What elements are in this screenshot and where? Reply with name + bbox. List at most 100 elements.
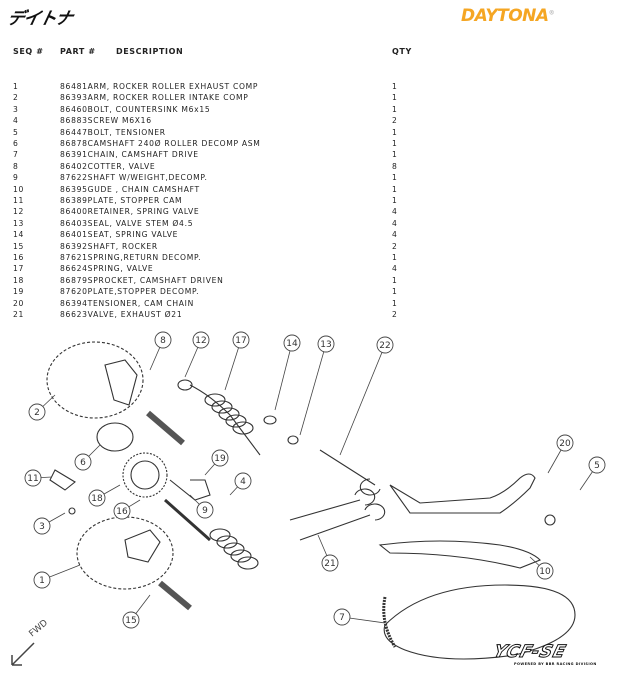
- tensioner-bolt: [544, 514, 556, 526]
- callout-circle: [33, 517, 51, 535]
- callout-3: 3: [33, 512, 66, 535]
- quantity: 4: [392, 207, 398, 217]
- callout-circle: [556, 434, 574, 452]
- seq-number: 14: [13, 230, 25, 240]
- quantity: 4: [392, 230, 398, 240]
- quantity: 1: [392, 82, 398, 91]
- exhaust-valve-a: [289, 488, 376, 521]
- part-description: RETAINER, SPRING VALVE: [87, 207, 200, 217]
- part-number: 87621: [60, 253, 88, 262]
- chain-guide: [378, 540, 541, 569]
- quantity: 1: [392, 253, 398, 262]
- part-number-description: 87621SPRING,RETURN DECOMP.: [60, 253, 201, 262]
- part-number-description: 86623VALVE, EXHAUST Ø21: [60, 310, 182, 319]
- column-header-part: PART #: [60, 47, 96, 56]
- part-description: PLATE,STOPPER DECOMP.: [87, 287, 200, 297]
- seq-number: 8: [13, 161, 19, 171]
- callout-number: 3: [39, 522, 45, 532]
- part-description: SCREW M6X16: [87, 116, 152, 126]
- part-description: SHAFT W/WEIGHT,DECOMP.: [87, 173, 208, 183]
- sprocket: [122, 452, 168, 498]
- part-number-description: 86401SEAT, SPRING VALVE: [60, 230, 178, 239]
- diagram-drawing: [46, 341, 576, 660]
- camshaft-drive-chain: [383, 584, 576, 660]
- callout-17: 17: [224, 331, 250, 391]
- decomp-shaft: [164, 498, 211, 542]
- sprocket-hub: [130, 460, 160, 490]
- valve-springs: [204, 393, 259, 570]
- seq-number: 12: [13, 207, 25, 217]
- column-header-qty: QTY: [392, 47, 412, 56]
- part-number: 86402: [60, 161, 88, 171]
- column-header-description: DESCRIPTION: [116, 47, 184, 56]
- rocker-arm-intake: [104, 359, 138, 406]
- quantity: 1: [392, 139, 398, 148]
- valve-spring-stack: [189, 384, 261, 456]
- quantity: 2: [392, 310, 398, 319]
- part-description: COTTER, VALVE: [87, 161, 156, 171]
- seq-number: 5: [13, 127, 19, 137]
- callout-number: 21: [324, 559, 335, 569]
- part-description: SEAT, SPRING VALVE: [87, 230, 179, 240]
- leader-line: [274, 342, 293, 411]
- part-description: SPRING,RETURN DECOMP.: [87, 253, 202, 262]
- callout-circle: [74, 453, 92, 471]
- callout-circle: [88, 489, 106, 507]
- seq-number: 9: [13, 173, 19, 183]
- callout-15: 15: [122, 594, 151, 629]
- quantity: 1: [392, 184, 398, 194]
- callout-number: 5: [594, 461, 600, 471]
- part-number-description: 87622SHAFT W/WEIGHT,DECOMP.: [60, 173, 208, 182]
- part-number: 86401: [60, 230, 88, 240]
- ycf-logo-subtitle: POWERED BY BBR RACING DIVISION: [514, 662, 597, 666]
- callout-10: 10: [529, 556, 554, 580]
- part-description: TENSIONER, CAM CHAIN: [87, 298, 194, 308]
- part-number: 86392: [60, 241, 88, 251]
- leader-line: [299, 343, 327, 436]
- spring-seat: [263, 415, 277, 425]
- part-number: 86447: [60, 127, 88, 137]
- callout-number: 7: [339, 613, 345, 623]
- callout-19: 19: [204, 449, 229, 476]
- callout-14: 14: [274, 334, 301, 411]
- rocker-arm-exhaust: [124, 529, 161, 563]
- part-number-description: 86883SCREW M6X16: [60, 116, 152, 125]
- countersink-bolt: [68, 507, 76, 515]
- quantity: 4: [392, 264, 398, 274]
- callout-circle: [536, 562, 554, 580]
- callout-number: 2: [34, 408, 40, 418]
- part-number-description: 86447BOLT, TENSIONER: [60, 128, 166, 137]
- quantity: 1: [392, 104, 398, 114]
- part-number-description: 86481ARM, ROCKER ROLLER EXHAUST COMP: [60, 82, 258, 91]
- callout-number: 14: [286, 339, 298, 349]
- fwd-indicator: FWD: [11, 618, 50, 666]
- callout-number: 20: [559, 439, 571, 449]
- quantity: 2: [392, 241, 398, 251]
- intake-rocker-group-outline: [46, 341, 144, 419]
- camshaft: [96, 422, 134, 452]
- part-number: 86481: [60, 82, 88, 91]
- callout-6: 6: [74, 444, 101, 471]
- callout-22: 22: [339, 336, 394, 456]
- callout-12: 12: [184, 331, 210, 378]
- seq-number: 15: [13, 241, 25, 251]
- callout-circle: [588, 456, 606, 474]
- part-description: SPRING, VALVE: [87, 264, 154, 274]
- quantity: 4: [392, 218, 398, 228]
- decomp-stopper-plate: [169, 479, 211, 501]
- valve-stem-seal: [287, 435, 299, 445]
- seq-number: 6: [13, 139, 19, 148]
- callout-number: 11: [27, 474, 38, 484]
- part-description: SPROCKET, CAMSHAFT DRIVEN: [87, 275, 224, 285]
